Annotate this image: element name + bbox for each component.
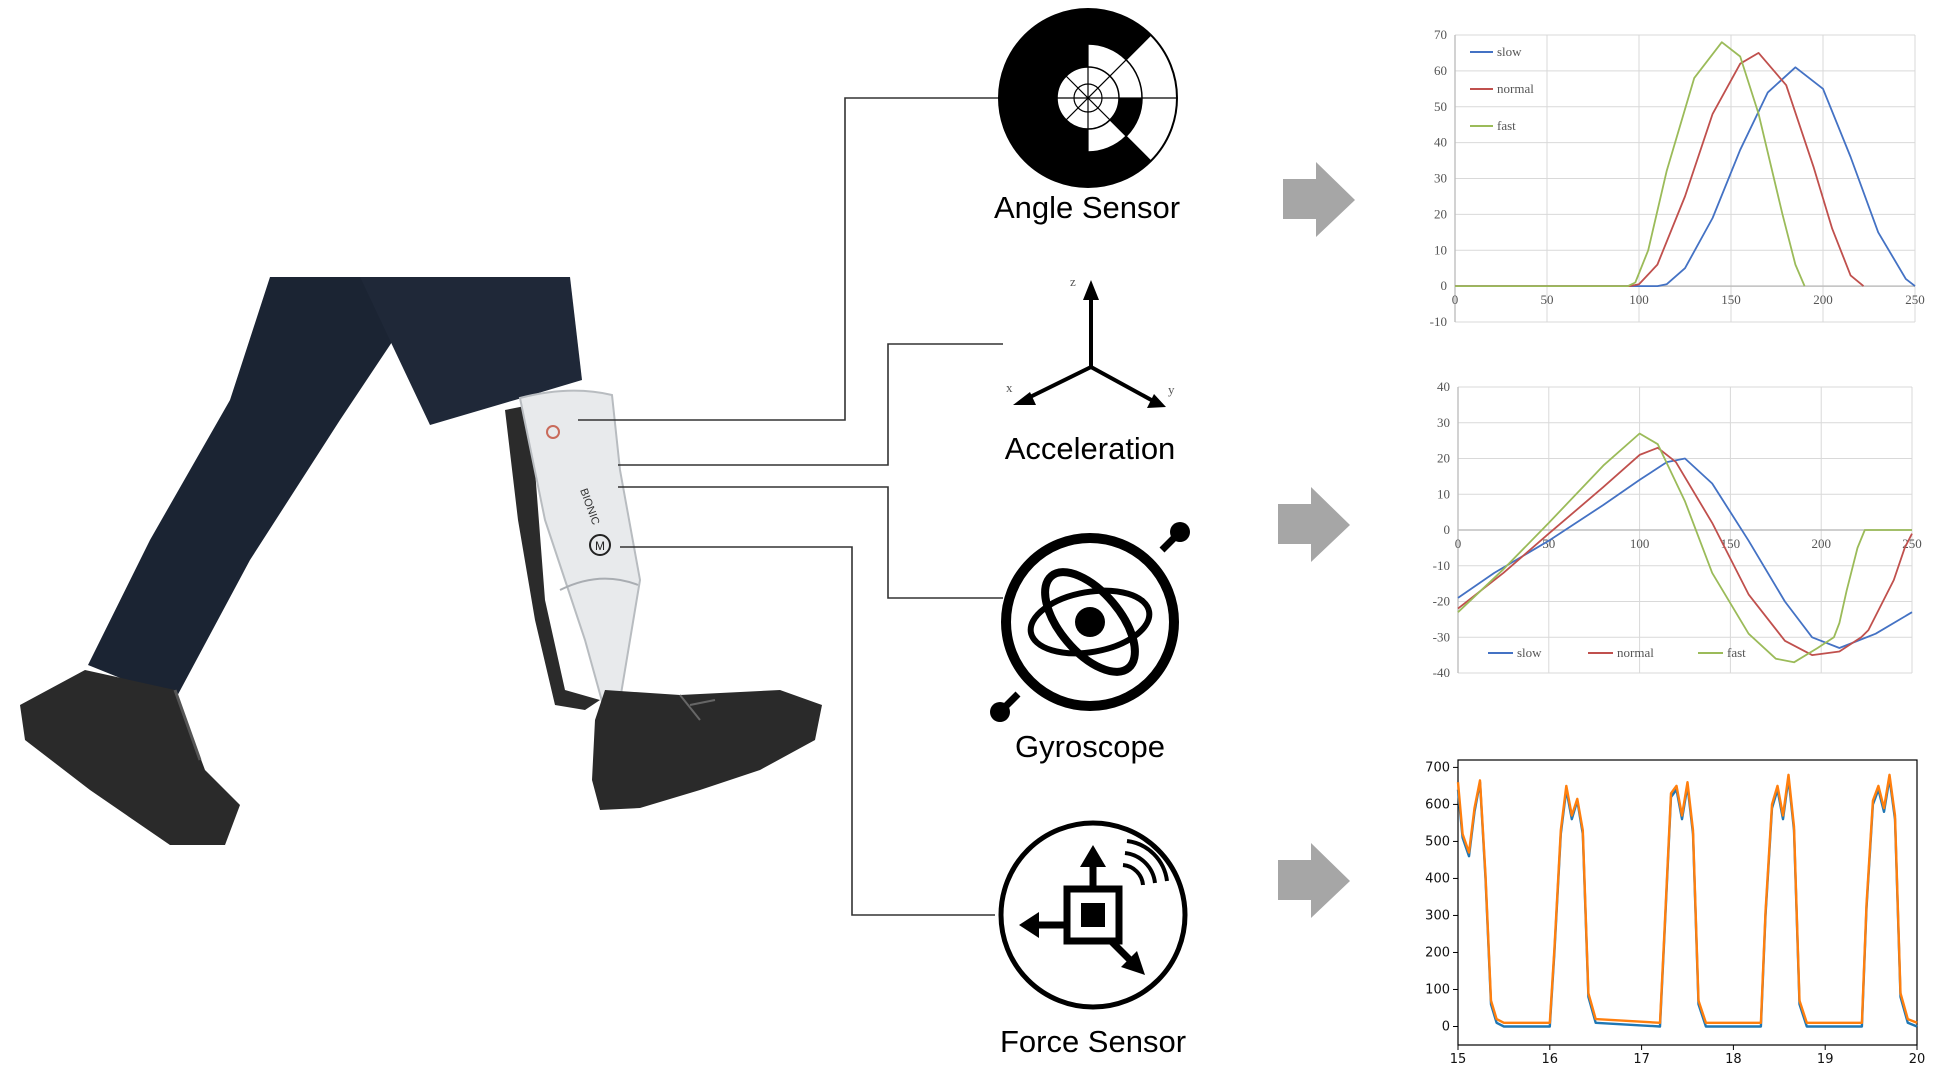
y-tick-label: 400 [1425, 871, 1450, 886]
y-tick-label: 30 [1437, 415, 1450, 430]
y-tick-label: 70 [1434, 27, 1447, 42]
y-tick-label: 20 [1434, 206, 1447, 221]
y-tick-label: 50 [1434, 99, 1447, 114]
force-sensor-icon [998, 820, 1188, 1010]
y-tick-label: 700 [1425, 760, 1450, 775]
x-tick-label: 50 [1542, 536, 1555, 551]
y-tick-label: 600 [1425, 797, 1450, 812]
y-tick-label: 100 [1425, 982, 1450, 997]
axis-z-label: z [1070, 274, 1076, 289]
y-tick-label: 40 [1434, 135, 1447, 150]
arrow-right-icon [1278, 843, 1350, 918]
front-shoe [592, 690, 822, 810]
prosthetic-socket [518, 389, 642, 714]
leg-illustration: M BIONIC [20, 277, 822, 845]
x-tick-label: 150 [1721, 292, 1741, 307]
y-tick-label: 0 [1442, 1019, 1450, 1034]
plot-frame [1457, 759, 1918, 1046]
series-line-normal [1457, 446, 1913, 656]
series-line-slow [1455, 66, 1916, 288]
y-tick-label: 300 [1425, 908, 1450, 923]
y-tick-label: -30 [1433, 629, 1450, 644]
x-tick-label: 200 [1811, 536, 1831, 551]
angle-sensor-icon [998, 8, 1178, 188]
x-tick-label: 100 [1629, 292, 1649, 307]
socket-button [546, 425, 560, 439]
flow-arrows [1278, 162, 1355, 918]
acceleration-label: Acceleration [1005, 431, 1176, 466]
bionic-logo-letter: M [595, 539, 605, 553]
y-tick-label: 40 [1437, 379, 1450, 394]
arrow-right-icon [1283, 162, 1355, 237]
x-tick-label: 18 [1725, 1052, 1742, 1067]
force-sensor-label: Force Sensor [1000, 1024, 1186, 1059]
angle-chart: -10 0 10 20 30 40 50 60 70 0 50 100 150 200 250 slow nor… [1430, 27, 1925, 329]
series-line-normal [1455, 52, 1865, 288]
x-tick-label: 0 [1452, 292, 1459, 307]
trousers-back-leg [88, 277, 420, 700]
y-tick-label: -10 [1430, 314, 1447, 329]
x-tick-label: 250 [1902, 536, 1922, 551]
connector-lines [578, 97, 1003, 916]
series-line-fast [1457, 432, 1912, 664]
axes-icon [1013, 280, 1166, 408]
legend-label: fast [1497, 118, 1516, 133]
bionic-logo-icon [589, 534, 611, 556]
connector-gyroscope [618, 486, 1003, 599]
x-tick-label: 100 [1630, 536, 1650, 551]
x-tick-label: 250 [1905, 292, 1925, 307]
legend-label: fast [1727, 645, 1746, 660]
x-tick-label: 19 [1817, 1052, 1834, 1067]
y-tick-label: 60 [1434, 63, 1447, 78]
x-tick-label: 17 [1633, 1052, 1650, 1067]
y-tick-label: 20 [1437, 451, 1450, 466]
y-tick-label: 200 [1425, 945, 1450, 960]
axis-x-label: x [1006, 380, 1013, 395]
connector-acceleration [618, 343, 1003, 466]
y-tick-label: -10 [1433, 558, 1450, 573]
y-tick-label: 10 [1434, 242, 1447, 257]
y-tick-label: 500 [1425, 834, 1450, 849]
y-tick-label: 0 [1441, 278, 1448, 293]
series-line-trace-1 [1456, 773, 1918, 1024]
series-line-slow [1457, 457, 1913, 649]
x-tick-label: 200 [1813, 292, 1833, 307]
gyroscope-label: Gyroscope [1015, 729, 1165, 764]
y-tick-label: 0 [1444, 522, 1451, 537]
force-chart: 0 100 200 300 400 500 600 700 15 16 17 18 19 20 [1425, 759, 1926, 1067]
y-tick-label: 30 [1434, 171, 1447, 186]
legend-label: slow [1497, 44, 1522, 59]
legend-label: slow [1517, 645, 1542, 660]
trousers-front-leg [360, 277, 582, 425]
x-tick-label: 50 [1541, 292, 1554, 307]
legend-label: normal [1497, 81, 1534, 96]
angle-sensor-label: Angle Sensor [994, 190, 1180, 225]
connector-angle [578, 97, 1000, 421]
x-tick-label: 16 [1542, 1052, 1559, 1067]
legend-label: normal [1617, 645, 1654, 660]
axis-y-label: y [1168, 382, 1175, 397]
arrow-right-icon [1278, 487, 1350, 562]
connector-force [620, 546, 995, 916]
series-line-trace-0 [1456, 777, 1918, 1028]
back-shoe [20, 670, 240, 845]
x-tick-label: 0 [1455, 536, 1462, 551]
liner-sleeve [505, 405, 600, 710]
gyroscope-icon [990, 522, 1190, 722]
x-tick-label: 15 [1450, 1052, 1467, 1067]
x-tick-label: 20 [1909, 1052, 1926, 1067]
y-tick-label: -20 [1433, 594, 1450, 609]
series-line-fast [1455, 41, 1806, 288]
y-tick-label: -40 [1433, 665, 1450, 680]
y-tick-label: 10 [1437, 486, 1450, 501]
